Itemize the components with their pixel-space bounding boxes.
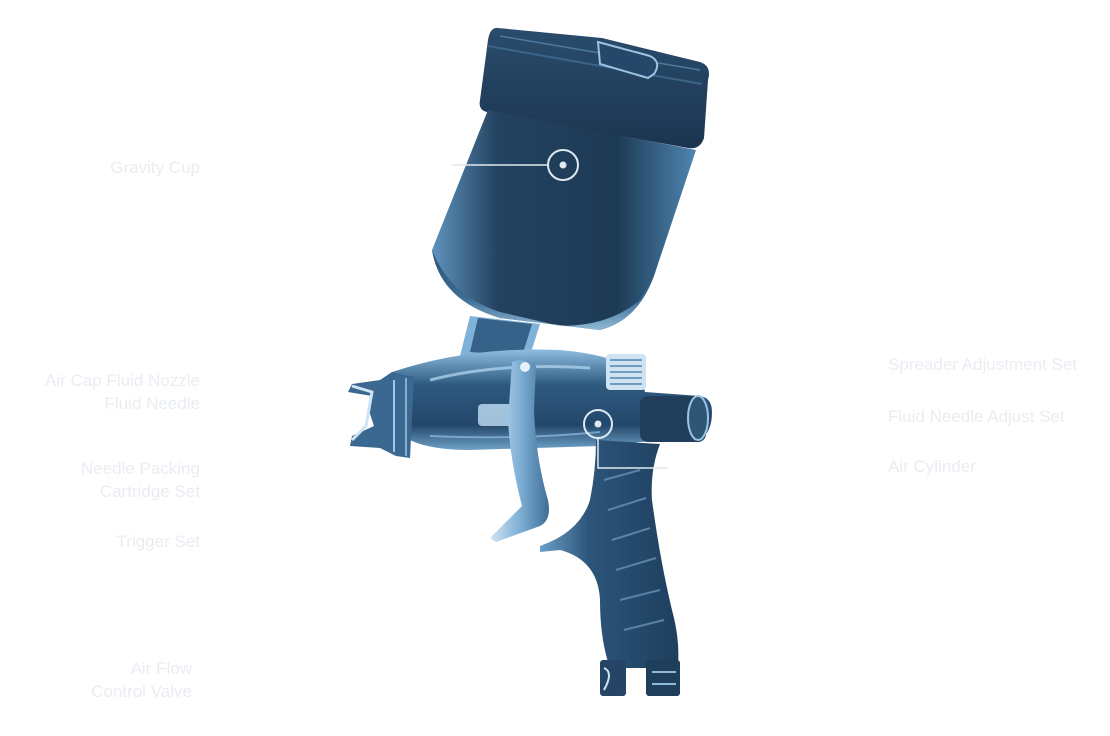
callout-gravity-cup[interactable] — [452, 149, 579, 181]
gravity-cup — [432, 110, 696, 362]
callout-fluid-needle[interactable] — [583, 409, 668, 469]
label-trigger: Trigger Set — [116, 532, 200, 551]
gun-body — [348, 349, 712, 458]
label-needle-packing: Needle Packing Cartridge Set — [80, 459, 200, 501]
trigger — [490, 359, 549, 542]
cup-lid — [479, 27, 709, 149]
label-air-cylinder: Air Cylinder — [888, 457, 976, 476]
gun-handle — [540, 440, 680, 696]
label-fluid-needle: Fluid Needle Adjust Set — [888, 407, 1065, 426]
label-spreader: Spreader Adjustment Set — [888, 355, 1078, 374]
label-air-flow: Air Flow Control Valve — [91, 659, 192, 701]
label-gravity-cup: Gravity Cup — [110, 158, 200, 177]
label-air-cap: Air Cap Fluid Nozzle Fluid Needle — [45, 371, 200, 413]
